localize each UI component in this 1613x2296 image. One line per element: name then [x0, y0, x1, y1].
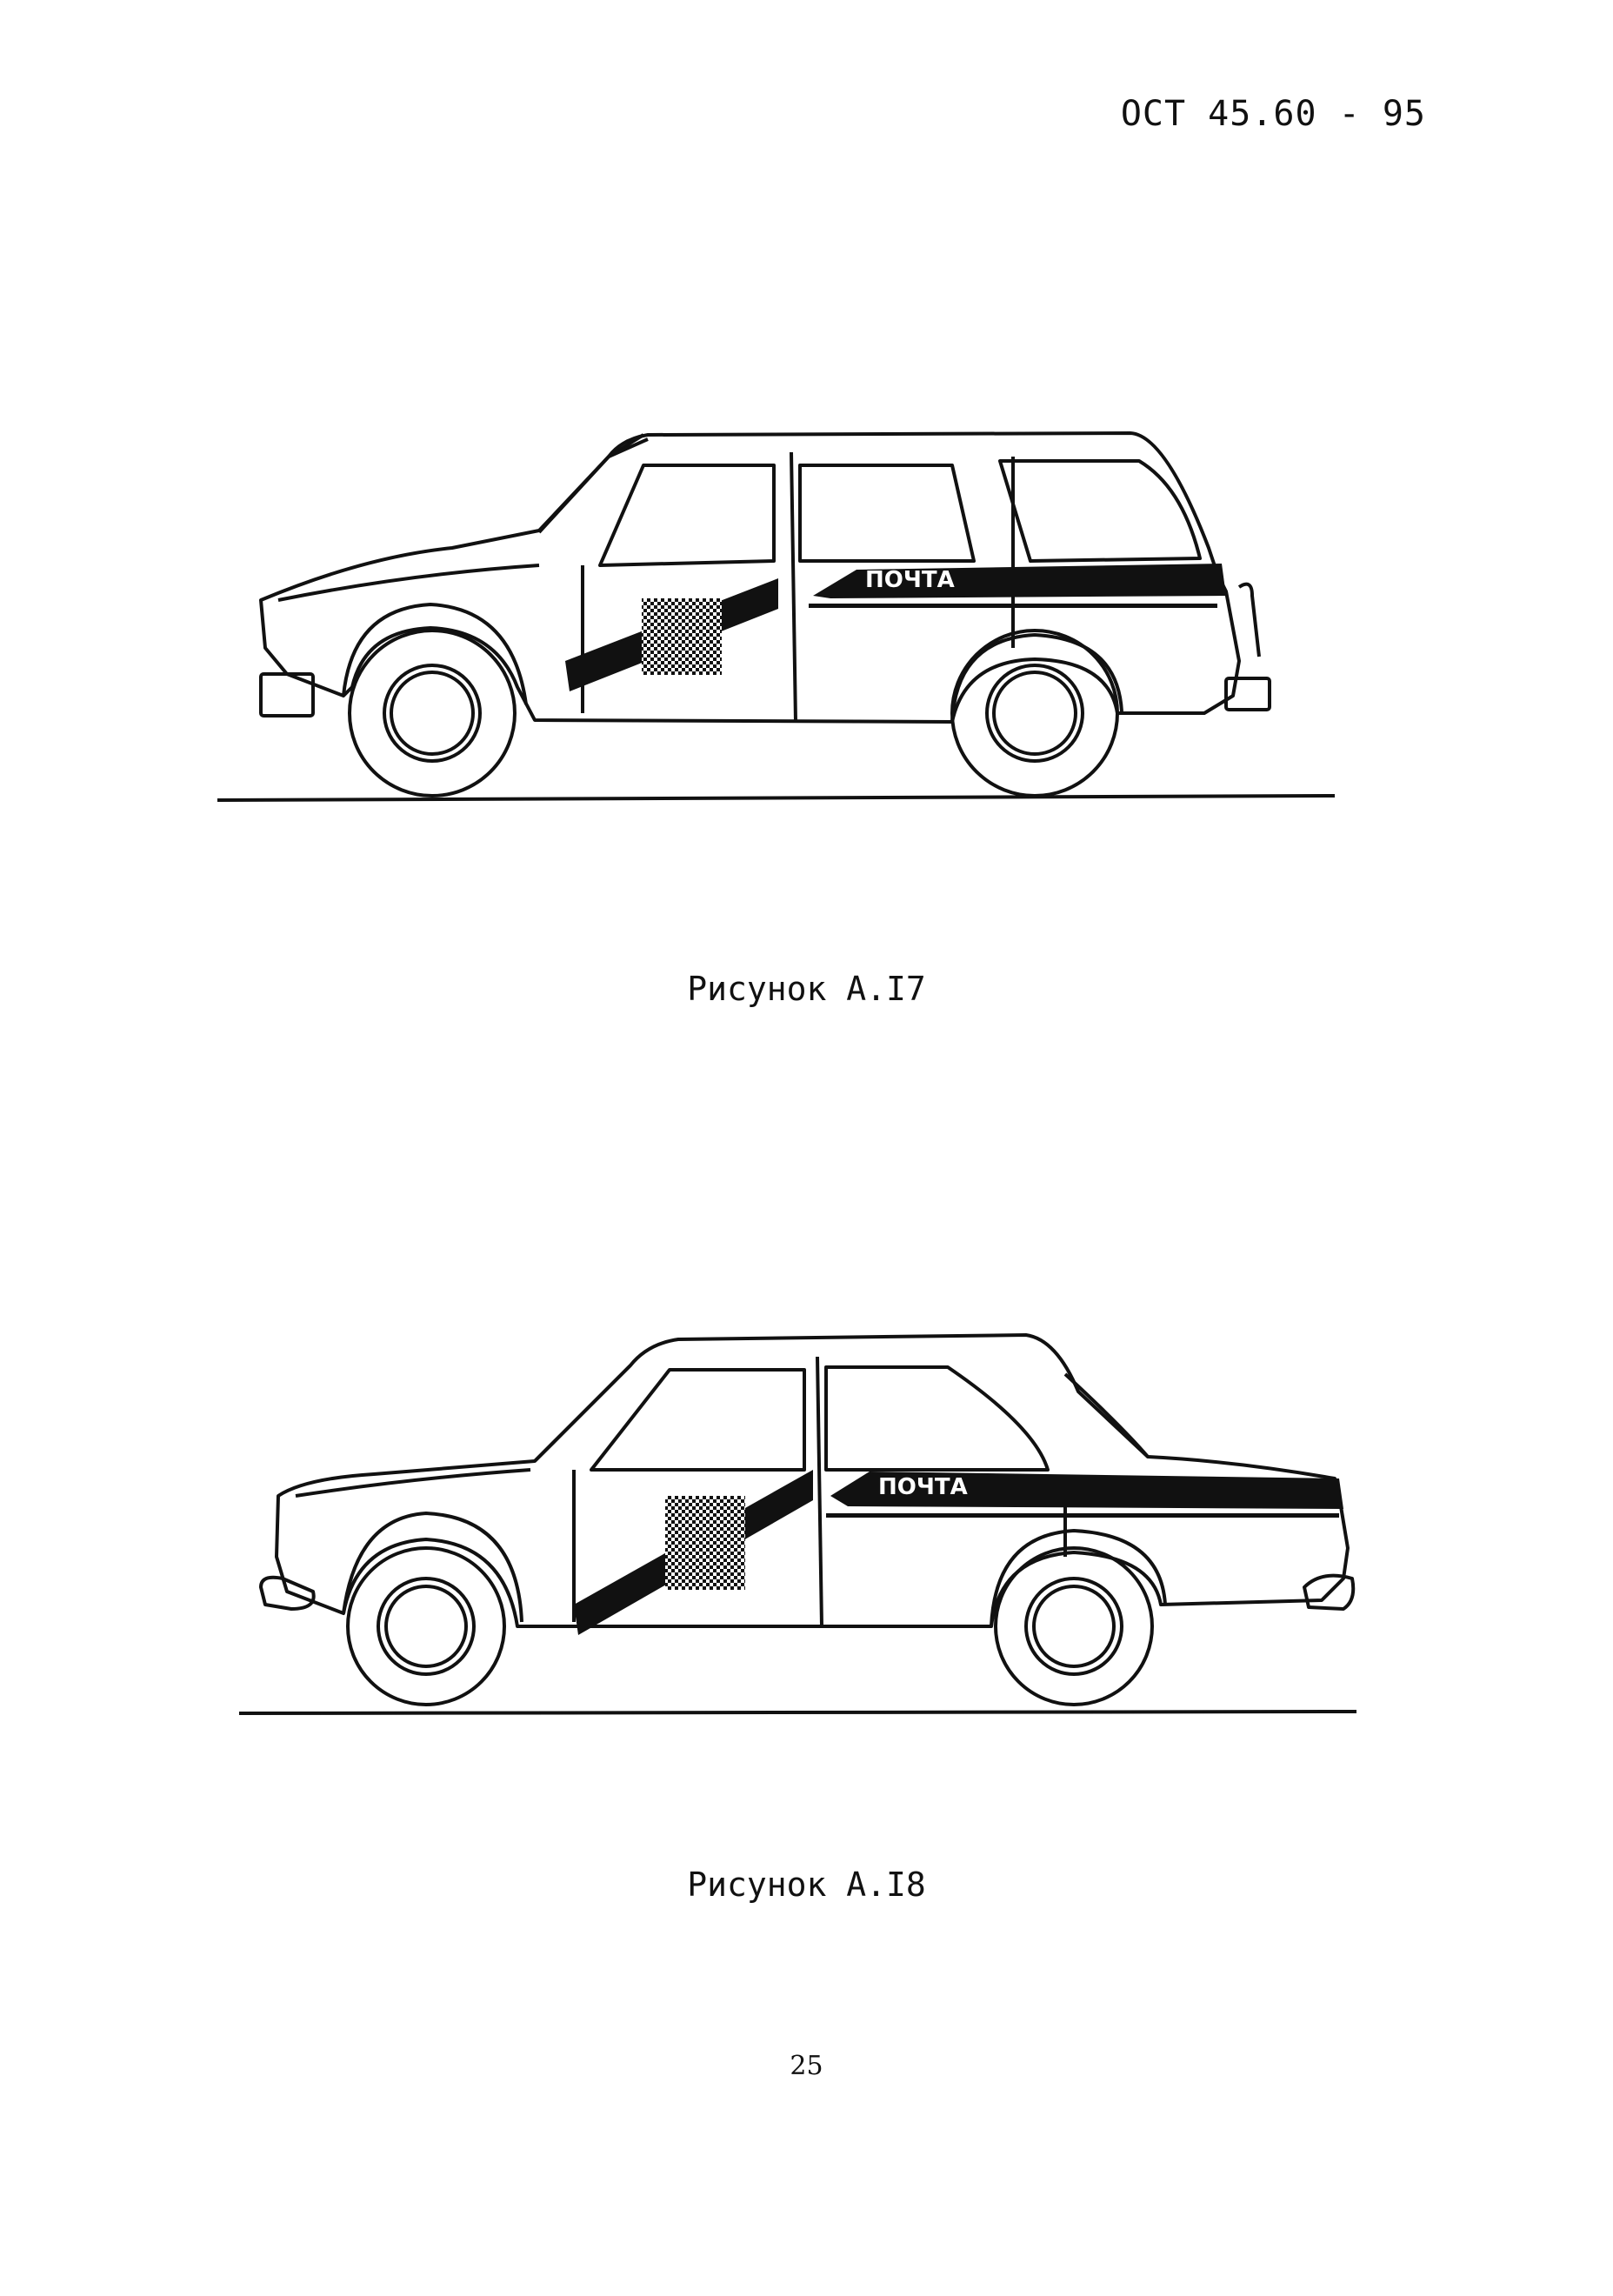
door-label: ПОЧТА [878, 1474, 968, 1500]
figure-caption: Рисунок А.I8 [687, 1866, 926, 1904]
car-body [259, 431, 1271, 798]
page-number: 25 [790, 2051, 823, 2081]
ground-line [217, 794, 1336, 802]
figure-a17: ПОЧТА [0, 409, 1613, 826]
document-header: ОСТ 45.60 - 95 [1120, 94, 1426, 134]
door-label: ПОЧТА [865, 567, 955, 593]
livery-stripe [574, 1470, 1343, 1635]
figure-caption: Рисунок А.I7 [687, 970, 926, 1008]
figure-a18: ПОЧТА [0, 1313, 1613, 1748]
sedan-drawing: ПОЧТА [238, 1333, 1357, 1715]
livery-stripe [565, 564, 1226, 691]
wagon-drawing: ПОЧТА [217, 431, 1336, 802]
ground-line [238, 1710, 1357, 1715]
car-body [259, 1333, 1356, 1706]
